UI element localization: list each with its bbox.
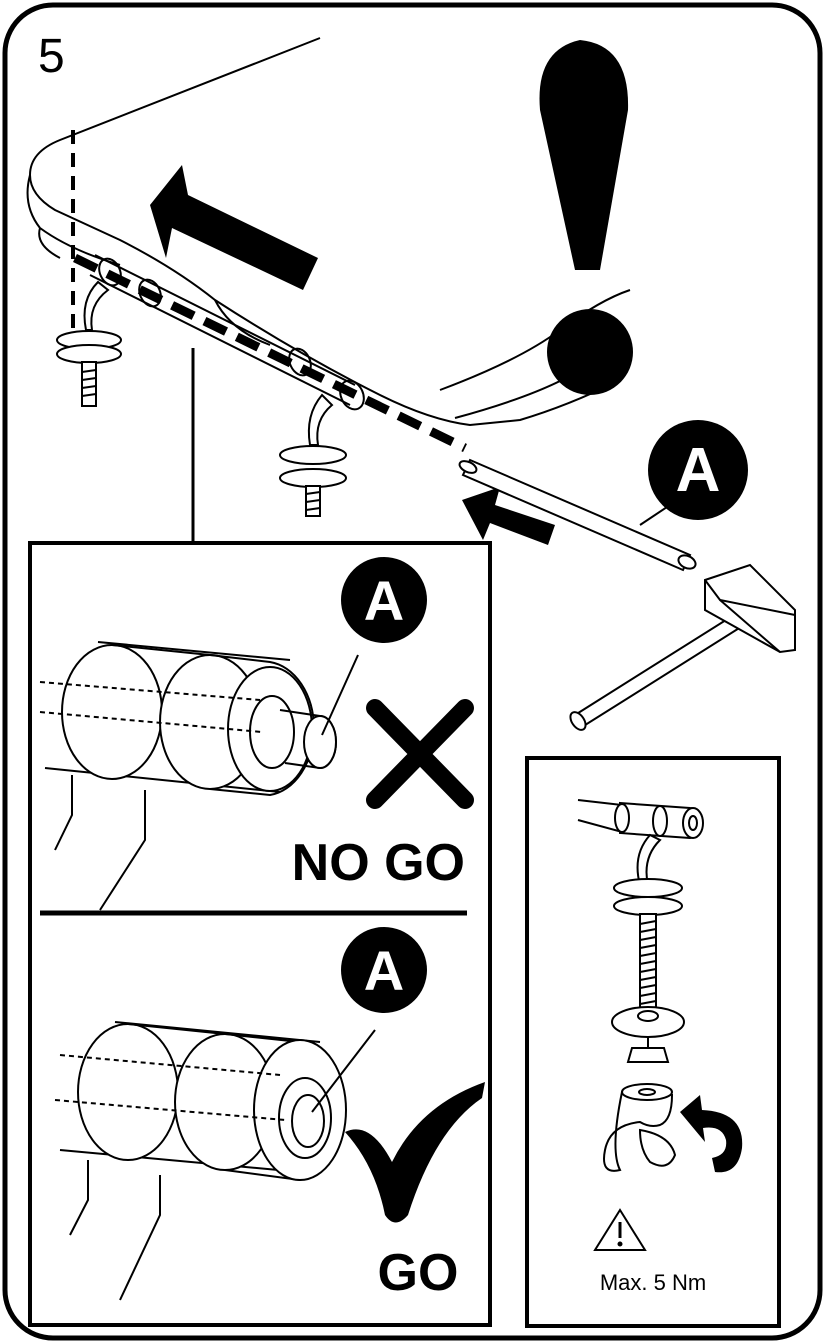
hinge-assembly bbox=[577, 799, 704, 1063]
check-icon bbox=[345, 1082, 485, 1223]
go-cylinder bbox=[54, 1021, 347, 1301]
warning-triangle-icon bbox=[593, 1208, 647, 1251]
svg-text:A: A bbox=[364, 939, 404, 1002]
hinge-post-left bbox=[56, 280, 122, 407]
hammer bbox=[569, 563, 796, 731]
svg-text:A: A bbox=[676, 436, 721, 505]
wing-nut bbox=[603, 1083, 677, 1172]
no-go-cylinder bbox=[39, 641, 337, 911]
part-a-badge-main: A bbox=[648, 420, 748, 520]
torque-label: Max. 5 Nm bbox=[600, 1270, 706, 1295]
insert-direction-arrow bbox=[462, 487, 555, 545]
push-direction-arrow bbox=[150, 165, 318, 290]
part-a-badge-go: A bbox=[341, 927, 427, 1013]
torque-panel bbox=[525, 756, 781, 1328]
rod-leader-line bbox=[639, 504, 671, 526]
part-a-badge-no-go: A bbox=[341, 557, 427, 643]
hinge-tube bbox=[89, 254, 365, 411]
rod bbox=[458, 458, 697, 572]
exclamation-icon bbox=[539, 40, 633, 395]
svg-text:A: A bbox=[364, 569, 404, 632]
cross-icon bbox=[366, 699, 474, 809]
go-label: GO bbox=[378, 1244, 459, 1302]
no-go-label: NO GO bbox=[292, 834, 465, 892]
go-leader bbox=[311, 1029, 376, 1113]
no-go-leader bbox=[321, 654, 359, 736]
step-number: 5 bbox=[38, 30, 65, 83]
hinge-post-middle bbox=[279, 393, 347, 517]
rotate-arrow-icon bbox=[680, 1095, 743, 1173]
